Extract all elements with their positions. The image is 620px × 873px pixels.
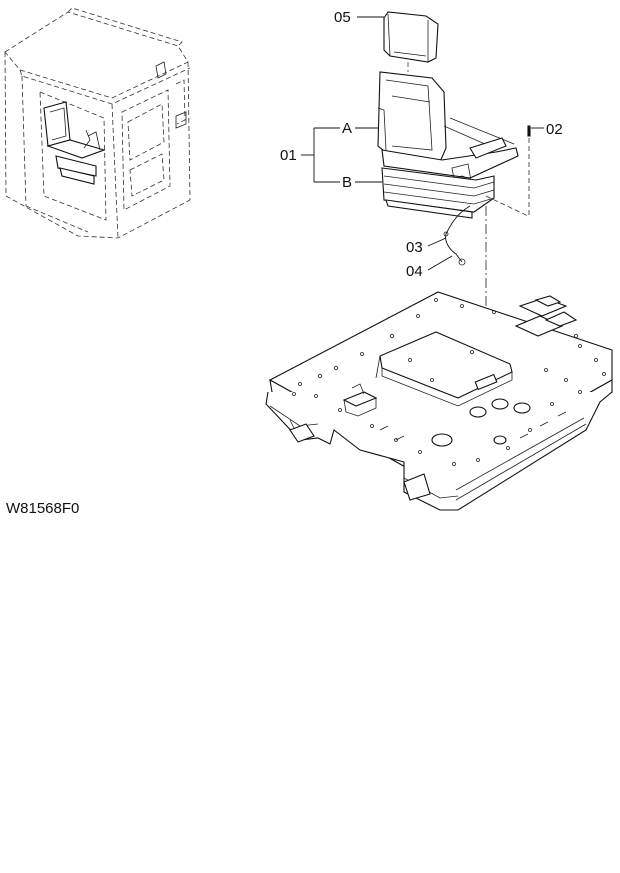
callout-01-label: 01	[280, 147, 297, 164]
callout-05: 05	[334, 9, 384, 26]
callout-01: 01	[280, 127, 340, 183]
callout-02-label: 02	[546, 121, 563, 138]
callout-05-label: 05	[334, 9, 351, 26]
floor-bolt-holes	[292, 298, 606, 466]
cab-seat-thumbnail	[43, 101, 106, 185]
callout-04-label: 04	[406, 263, 423, 280]
cab-floor-plate	[265, 291, 613, 511]
callout-b-label: B	[342, 174, 352, 191]
callout-a: A	[342, 120, 378, 137]
headrest-part	[383, 11, 439, 63]
callout-a-label: A	[342, 120, 352, 137]
figure-code-label: W81568F0	[6, 500, 79, 517]
cab-overview-illustration	[4, 7, 191, 239]
bolt-part	[485, 125, 531, 217]
callout-b: B	[342, 174, 382, 191]
callout-03-label: 03	[406, 239, 423, 256]
callout-02: 02	[531, 121, 563, 138]
callout-04: 04	[406, 255, 453, 280]
operator-seat-assembly	[377, 71, 519, 266]
callout-03: 03	[406, 237, 447, 256]
